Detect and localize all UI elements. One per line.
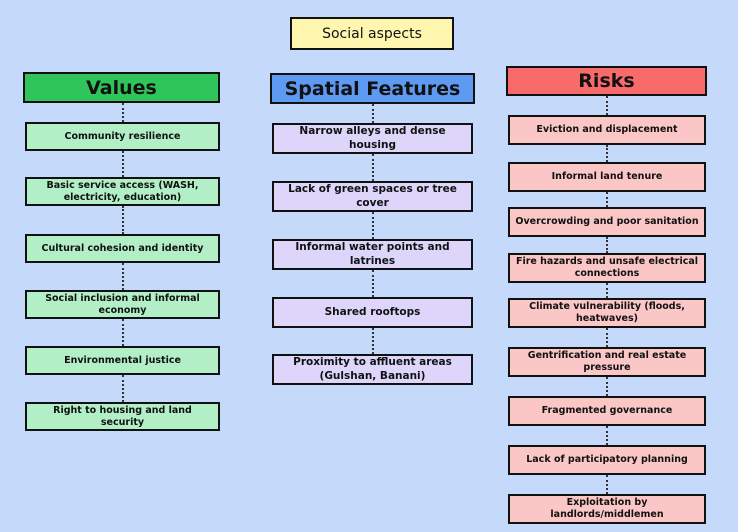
risks-item: Fire hazards and unsafe electrical conne… (508, 253, 706, 283)
values-header: Values (23, 72, 220, 103)
risks-connector (606, 283, 608, 298)
risks-item: Climate vulnerability (floods, heatwaves… (508, 298, 706, 328)
risks-item: Lack of participatory planning (508, 445, 706, 475)
values-connector (121, 103, 124, 122)
spatial-item: Proximity to affluent areas (Gulshan, Ba… (272, 354, 473, 385)
risks-connector (606, 475, 608, 494)
values-item: Basic service access (WASH, electricity,… (25, 177, 220, 206)
spatial-item: Informal water points and latrines (272, 239, 473, 270)
risks-connector (606, 237, 608, 253)
risks-header: Risks (506, 66, 707, 96)
risks-item: Fragmented governance (508, 396, 706, 426)
risks-item: Gentrification and real estate pressure (508, 347, 706, 377)
risks-item: Overcrowding and poor sanitation (508, 207, 706, 237)
risks-connector (606, 96, 608, 115)
values-connector (121, 263, 124, 290)
spatial-connector (371, 328, 374, 354)
risks-connector (606, 145, 608, 162)
risks-connector (606, 426, 608, 445)
values-item: Environmental justice (25, 346, 220, 375)
spatial-item: Narrow alleys and dense housing (272, 123, 473, 154)
risks-item: Exploitation by landlords/middlemen (508, 494, 706, 524)
values-item: Social inclusion and informal economy (25, 290, 220, 319)
risks-item: Informal land tenure (508, 162, 706, 192)
values-item: Community resilience (25, 122, 220, 151)
spatial-connector (371, 212, 374, 239)
spatial-connector (371, 154, 374, 181)
spatial-item: Shared rooftops (272, 297, 473, 328)
spatial-connector (371, 104, 374, 123)
risks-connector (606, 328, 608, 347)
risks-connector (606, 377, 608, 396)
values-connector (121, 319, 124, 346)
spatial-connector (371, 270, 374, 297)
values-connector (121, 206, 124, 234)
spatial-item: Lack of green spaces or tree cover (272, 181, 473, 212)
risks-item: Eviction and displacement (508, 115, 706, 145)
values-connector (121, 375, 124, 402)
values-connector (121, 151, 124, 177)
risks-connector (606, 192, 608, 207)
diagram-title: Social aspects (290, 17, 454, 50)
spatial-features-header: Spatial Features (270, 73, 475, 104)
values-item: Cultural cohesion and identity (25, 234, 220, 263)
values-item: Right to housing and land security (25, 402, 220, 431)
